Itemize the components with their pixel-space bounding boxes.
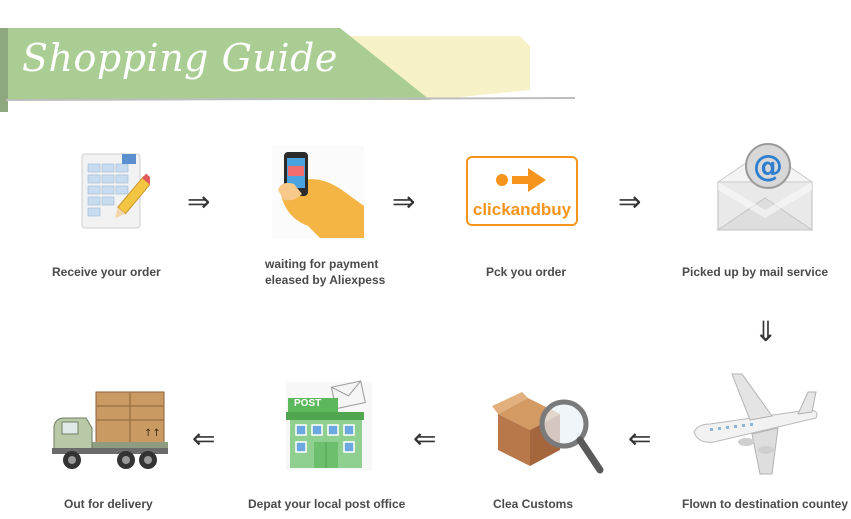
- step-label-flown: Flown to destination countey: [682, 497, 848, 511]
- step-label-payment-line1: waiting for payment: [265, 257, 379, 271]
- post-office-icon: POST: [282, 378, 374, 474]
- delivery-truck-icon: ↑↑: [52, 391, 168, 469]
- airplane-icon: [693, 373, 818, 475]
- email-envelope-icon: @: [716, 143, 814, 231]
- clickandbuy-logo: clickandbuy: [466, 156, 578, 226]
- right-arrow-icon: ⇒: [618, 186, 642, 217]
- step-label-delivery: Out for delivery: [64, 497, 153, 511]
- right-arrow-icon: ⇒: [392, 186, 416, 217]
- right-arrow-icon: ⇒: [187, 186, 211, 217]
- step-label-mail: Picked up by mail service: [682, 265, 829, 279]
- svg-text:↑↑: ↑↑: [144, 428, 161, 439]
- step-label-payment-line2: eleased by Aliexpess: [265, 273, 386, 287]
- customs-magnifier-icon: [492, 392, 604, 474]
- phone-payment-icon: [272, 146, 364, 238]
- left-arrow-icon: ⇐: [628, 423, 652, 454]
- page-title: Shopping Guide: [22, 36, 338, 80]
- step-label-pick: Pck you order: [486, 265, 567, 279]
- logo-arrow-icon: [496, 168, 546, 192]
- post-sign-text: POST: [294, 398, 322, 409]
- header-banner: [0, 28, 576, 112]
- down-arrow-icon: ⇓: [754, 316, 778, 347]
- logo-text: clickandbuy: [472, 200, 572, 219]
- step-label-post-office: Depat your local post office: [248, 497, 406, 511]
- svg-text:@: @: [753, 149, 783, 184]
- order-form-icon: [81, 153, 150, 229]
- post-office-building: [286, 380, 372, 470]
- step-label-customs: Clea Customs: [493, 497, 574, 511]
- step-label-payment: waiting for payment eleased by Aliexpess: [265, 256, 385, 288]
- step-label-receive: Receive your order: [52, 265, 161, 279]
- left-arrow-icon: ⇐: [192, 423, 216, 454]
- left-arrow-icon: ⇐: [413, 423, 437, 454]
